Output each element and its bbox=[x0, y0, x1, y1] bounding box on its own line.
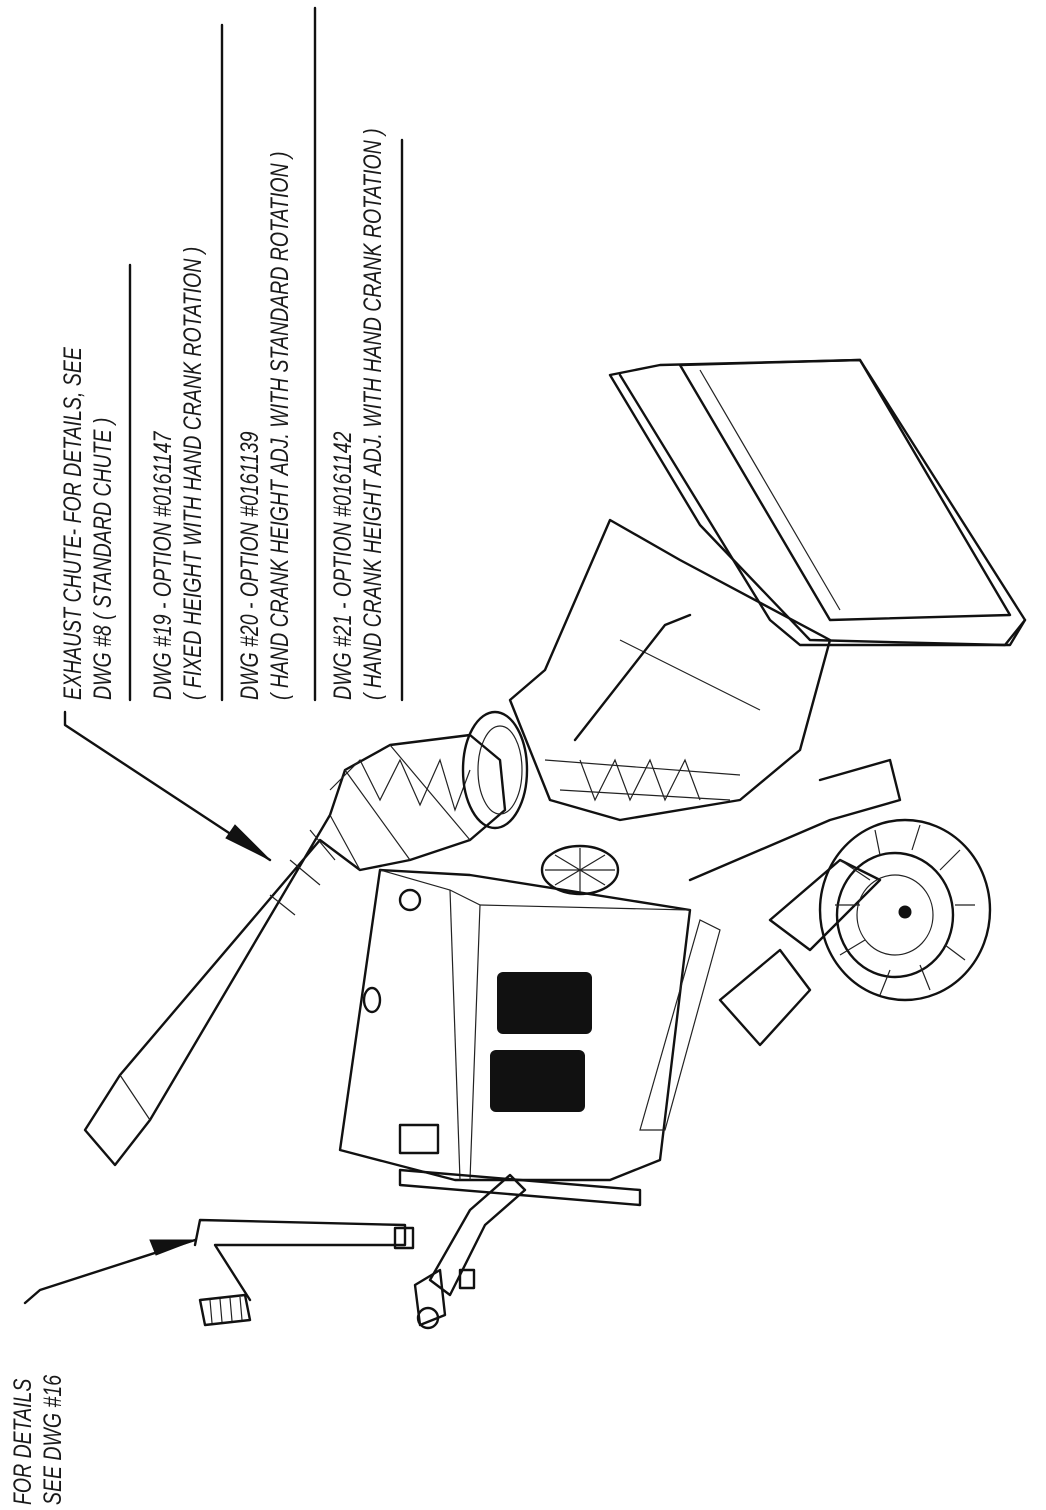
trailer-frame bbox=[398, 758, 902, 1297]
feed-housing bbox=[508, 518, 832, 822]
option-19-line2: ( FIXED HEIGHT WITH HAND CRANK ROTATION … bbox=[179, 246, 207, 700]
exhaust-chute bbox=[83, 733, 507, 1167]
vent-grille-top bbox=[497, 972, 592, 1034]
option-20-line1: DWG #20 - OPTION #0161139 bbox=[236, 431, 264, 700]
arrowhead-crank bbox=[149, 1239, 196, 1256]
vent-grille-bottom bbox=[490, 1050, 585, 1112]
callout-option-20: DWG #20 - OPTION #0161139 ( HAND CRANK H… bbox=[235, 0, 295, 700]
callout-option-21: DWG #21 - OPTION #0161142 ( HAND CRANK H… bbox=[328, 0, 388, 700]
crank-grip bbox=[198, 1293, 252, 1327]
hand-crank-line1: FOR DETAILS bbox=[9, 1378, 37, 1505]
engine-enclosure bbox=[338, 868, 692, 1182]
callout-option-19: DWG #19 - OPTION #0161147 ( FIXED HEIGHT… bbox=[148, 119, 208, 700]
blower-fan bbox=[540, 844, 620, 896]
tongue-jack bbox=[413, 1268, 476, 1330]
callout-exhaust-chute: EXHAUST CHUTE- FOR DETAILS, SEE DWG #8 (… bbox=[58, 248, 118, 700]
option-21-line1: DWG #21 - OPTION #0161142 bbox=[329, 431, 357, 700]
infeed-hopper bbox=[608, 358, 1027, 647]
feed-handle-bar bbox=[573, 613, 692, 742]
option-19-line1: DWG #19 - OPTION #0161147 bbox=[149, 431, 177, 700]
callout-exhaust-line2: DWG #8 ( STANDARD CHUTE ) bbox=[89, 417, 117, 700]
chute-swivel-ring bbox=[461, 710, 529, 830]
leader-line-exhaust bbox=[63, 710, 272, 862]
fender bbox=[718, 948, 812, 1047]
callout-exhaust-line1: EXHAUST CHUTE- FOR DETAILS, SEE bbox=[59, 347, 87, 700]
wheel bbox=[818, 818, 992, 1002]
hand-crank bbox=[193, 1218, 415, 1327]
callout-hand-crank: FOR DETAILS SEE DWG #16 bbox=[8, 1338, 68, 1505]
hand-crank-line2: SEE DWG #16 bbox=[39, 1374, 67, 1505]
option-20-line2: ( HAND CRANK HEIGHT ADJ. WITH STANDARD R… bbox=[266, 151, 294, 700]
leader-line-crank bbox=[23, 1238, 197, 1305]
arrowhead-exhaust bbox=[225, 824, 271, 861]
option-21-line2: ( HAND CRANK HEIGHT ADJ. WITH HAND CRANK… bbox=[359, 128, 387, 700]
engine-fan-grill bbox=[362, 986, 382, 1014]
access-panel bbox=[398, 1123, 440, 1155]
engine-cap bbox=[398, 888, 422, 912]
